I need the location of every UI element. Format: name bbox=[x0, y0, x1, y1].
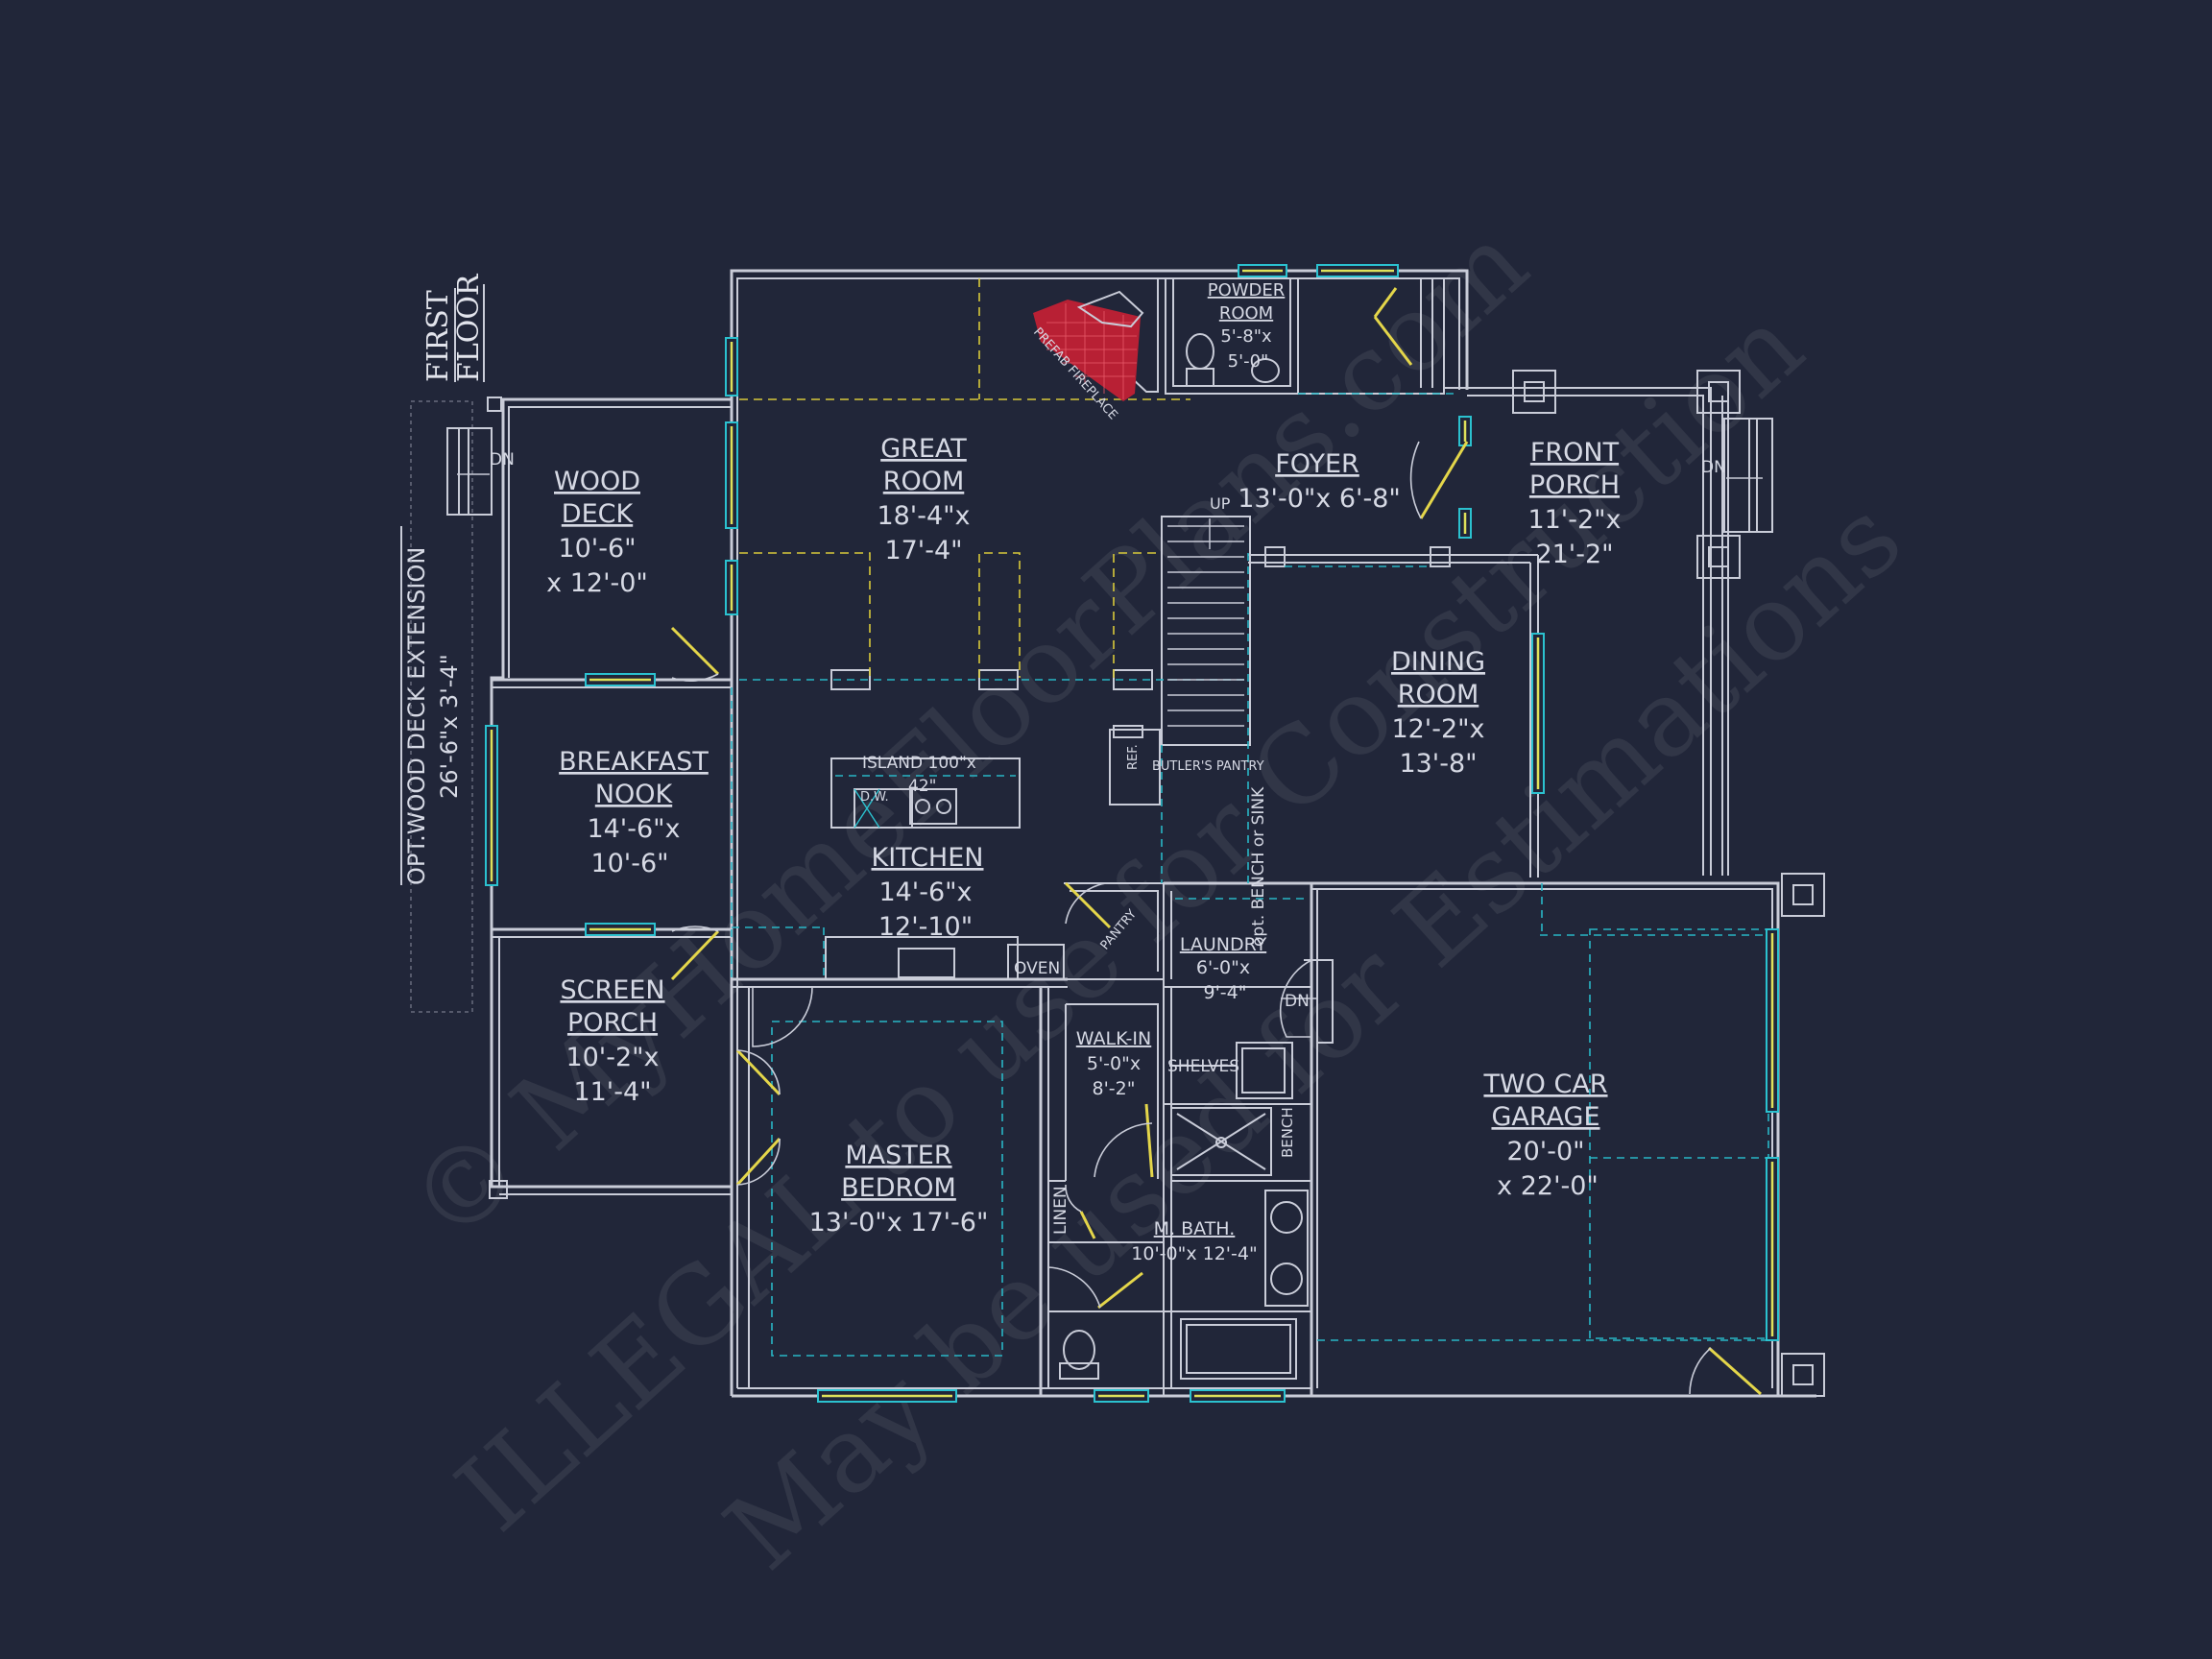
staircase: UP bbox=[1167, 494, 1244, 727]
island-dims: 42" bbox=[908, 777, 936, 796]
room-great-room: GREAT ROOM 18'-4"x 17'-4" bbox=[877, 434, 970, 565]
island-label: ISLAND 100"x bbox=[862, 754, 976, 773]
powder-dim-2: 5'-0" bbox=[1228, 351, 1269, 372]
butlers-pantry-label: BUTLER'S PANTRY bbox=[1152, 759, 1264, 774]
room-garage: TWO CAR GARAGE 20'-0" x 22'-0" bbox=[1482, 1070, 1607, 1201]
wood-deck-dim-2: x 12'-0" bbox=[546, 568, 648, 598]
walk-in-dim-2: 8'-2" bbox=[1093, 1078, 1136, 1099]
title-first: FIRST bbox=[421, 290, 455, 382]
laundry-fixtures: SHELVES opt. BENCH or SINK bbox=[1167, 786, 1293, 1099]
garage-name-1: TWO CAR bbox=[1482, 1070, 1607, 1099]
shelves-label: SHELVES bbox=[1167, 1057, 1239, 1076]
powder-dim-1: 5'-8"x bbox=[1220, 326, 1272, 347]
doors bbox=[670, 287, 1762, 1396]
front-porch-name-2: PORCH bbox=[1529, 470, 1620, 500]
powder-room-fixtures bbox=[1186, 333, 1280, 387]
laundry-dim-1: 6'-0"x bbox=[1196, 957, 1250, 978]
dining-dim-1: 12'-2"x bbox=[1391, 714, 1484, 744]
master-bath-name: M. BATH. bbox=[1154, 1218, 1236, 1239]
deck-dn-label: DN bbox=[490, 450, 515, 469]
room-foyer: FOYER 13'-0"x 6'-8" bbox=[1238, 449, 1401, 514]
room-kitchen: KITCHEN 14'-6"x 12'-10" bbox=[872, 843, 984, 942]
fireplace: PREFAB FIREPLACE bbox=[1030, 290, 1144, 422]
wood-deck-name-1: WOOD bbox=[554, 467, 640, 496]
garage-dim-1: 20'-0" bbox=[1506, 1137, 1584, 1166]
walk-in-dim-1: 5'-0"x bbox=[1087, 1053, 1141, 1074]
porch-columns bbox=[1512, 370, 1825, 1397]
kitchen-dim-1: 14'-6"x bbox=[878, 878, 972, 907]
refrigerator-label: REF. bbox=[1126, 744, 1141, 770]
room-master-bedroom: MASTER BEDROM 13'-0"x 17'-6" bbox=[809, 1141, 989, 1238]
screen-porch-name-1: SCREEN bbox=[560, 975, 664, 1005]
breakfast-name-1: BREAKFAST bbox=[559, 747, 709, 777]
room-powder: POWDER ROOM 5'-8"x 5'-0" bbox=[1208, 280, 1286, 372]
master-dim: 13'-0"x 17'-6" bbox=[809, 1208, 989, 1238]
walk-in-name: WALK-IN bbox=[1076, 1028, 1151, 1049]
room-laundry: LAUNDRY 6'-0"x 9'-4" bbox=[1180, 934, 1267, 1003]
wood-deck-dim-1: 10'-6" bbox=[558, 534, 636, 564]
breakfast-dim-1: 14'-6"x bbox=[587, 814, 680, 844]
down-arrows: DN DN DN bbox=[457, 450, 1763, 1011]
watermark-line-3: May be used for Estimations bbox=[703, 476, 1924, 1594]
room-dining: DINING ROOM 12'-2"x 13'-8" bbox=[1391, 647, 1485, 779]
room-wood-deck: WOOD DECK 10'-6" x 12'-0" bbox=[546, 467, 648, 598]
dining-name-1: DINING bbox=[1391, 647, 1485, 677]
great-room-dim-2: 17'-4" bbox=[884, 536, 962, 565]
laundry-name: LAUNDRY bbox=[1180, 934, 1267, 955]
front-porch-name-1: FRONT bbox=[1530, 438, 1620, 468]
screen-porch-dim-2: 11'-4" bbox=[573, 1077, 651, 1107]
garage-name-2: GARAGE bbox=[1491, 1102, 1599, 1132]
front-porch-dim-2: 21'-2" bbox=[1535, 540, 1613, 569]
deck-extension-label: OPT.WOOD DECK EXTENSION 26'-6"x 3'-4" bbox=[400, 400, 473, 1013]
deck-extension-dims: 26'-6"x 3'-4" bbox=[436, 654, 463, 799]
master-bath-dim: 10'-0"x 12'-4" bbox=[1131, 1243, 1257, 1264]
great-room-dim-1: 18'-4"x bbox=[877, 501, 970, 531]
garage-dim-2: x 22'-0" bbox=[1497, 1171, 1599, 1201]
great-room-name-1: GREAT bbox=[880, 434, 967, 464]
foyer-name: FOYER bbox=[1275, 449, 1359, 479]
breakfast-name-2: NOOK bbox=[595, 780, 674, 809]
dining-name-2: ROOM bbox=[1398, 680, 1479, 709]
room-front-porch: FRONT PORCH 11'-2"x 21'-2" bbox=[1527, 438, 1621, 569]
room-master-bath: M. BATH. 10'-0"x 12'-4" bbox=[1131, 1218, 1257, 1264]
wood-deck-name-2: DECK bbox=[562, 499, 635, 529]
room-screen-porch: SCREEN PORCH 10'-2"x 11'-4" bbox=[560, 975, 664, 1107]
front-porch-dim-1: 11'-2"x bbox=[1527, 505, 1621, 535]
dashed-ceiling-lines bbox=[731, 278, 1772, 1357]
powder-name-1: POWDER bbox=[1208, 280, 1286, 301]
linen-label: LINEN bbox=[1051, 1186, 1070, 1235]
kitchen-island: ISLAND 100"x 42" D.W. bbox=[830, 754, 1021, 829]
deck-extension-outline bbox=[410, 400, 473, 1013]
floor-title: FIRST FLOOR bbox=[421, 273, 486, 382]
stair-up-label: UP bbox=[1210, 494, 1231, 513]
deck-extension-title: OPT.WOOD DECK EXTENSION bbox=[403, 547, 430, 885]
screen-porch-name-2: PORCH bbox=[567, 1008, 658, 1038]
dishwasher-label: D.W. bbox=[860, 790, 889, 805]
bench-label: BENCH bbox=[1279, 1107, 1296, 1158]
dining-dim-2: 13'-8" bbox=[1399, 749, 1477, 779]
powder-name-2: ROOM bbox=[1219, 303, 1273, 324]
watermark: © MyHomeFloorPlans.com ILLEGAL to use fo… bbox=[386, 201, 1924, 1593]
oven-label: OVEN bbox=[1014, 959, 1060, 978]
title-floor: FLOOR bbox=[452, 273, 486, 382]
columns bbox=[830, 546, 1451, 690]
room-labels: WOOD DECK 10'-6" x 12'-0" GREAT ROOM 18'… bbox=[546, 280, 1621, 1264]
screen-porch-dim-1: 10'-2"x bbox=[565, 1043, 659, 1072]
bath-fixtures: BENCH LINEN bbox=[1051, 1107, 1309, 1380]
master-name-2: BEDROM bbox=[841, 1173, 956, 1203]
room-breakfast-nook: BREAKFAST NOOK 14'-6"x 10'-6" bbox=[559, 747, 709, 878]
bench-sink-label: opt. BENCH or SINK bbox=[1249, 786, 1268, 947]
garage-dn-label: DN bbox=[1285, 992, 1310, 1011]
porch-dn-label: DN bbox=[1701, 458, 1726, 477]
room-walk-in: WALK-IN 5'-0"x 8'-2" bbox=[1076, 1028, 1151, 1099]
kitchen-name: KITCHEN bbox=[872, 843, 984, 873]
master-name-1: MASTER bbox=[845, 1141, 951, 1170]
laundry-dim-2: 9'-4" bbox=[1204, 982, 1247, 1003]
breakfast-dim-2: 10'-6" bbox=[590, 849, 668, 878]
great-room-name-2: ROOM bbox=[883, 467, 965, 496]
foyer-dim: 13'-0"x 6'-8" bbox=[1238, 484, 1401, 514]
kitchen-dim-2: 12'-10" bbox=[878, 912, 973, 942]
